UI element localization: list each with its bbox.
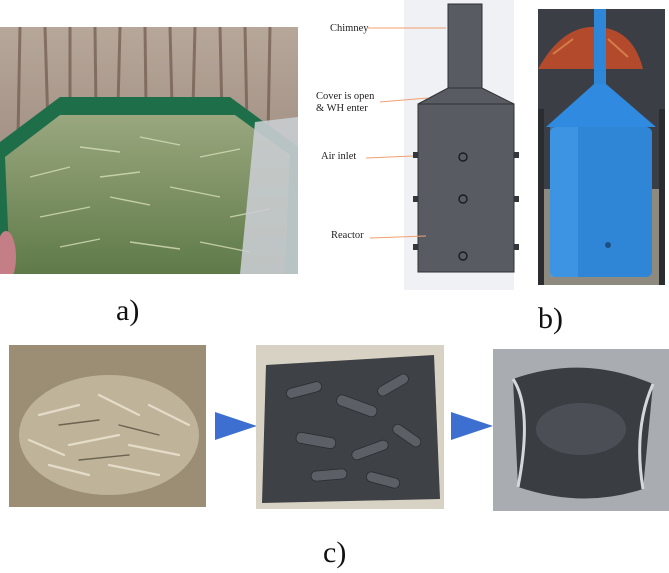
panel-label-b: b)	[538, 302, 563, 335]
photo-drying-water-hyacinth	[0, 26, 298, 283]
arrow-icon	[451, 408, 493, 444]
panel-label-a: a)	[116, 294, 140, 327]
cover-label-line1: Cover is open	[316, 91, 375, 102]
photo-dried-biomass	[9, 345, 206, 507]
cover-label-line2: & WH enter	[316, 103, 368, 114]
photo-biochar-chunks	[256, 345, 444, 509]
reactor-label: Reactor	[331, 230, 364, 241]
panel-label-c: c)	[323, 536, 347, 569]
reactor-diagram	[318, 0, 526, 290]
photo-biochar-powder	[493, 349, 669, 511]
arrow-icon	[215, 408, 257, 444]
chimney-label: Chimney	[330, 23, 369, 34]
air-inlet-label: Air inlet	[321, 151, 357, 162]
photo-blue-reactor	[538, 9, 665, 285]
